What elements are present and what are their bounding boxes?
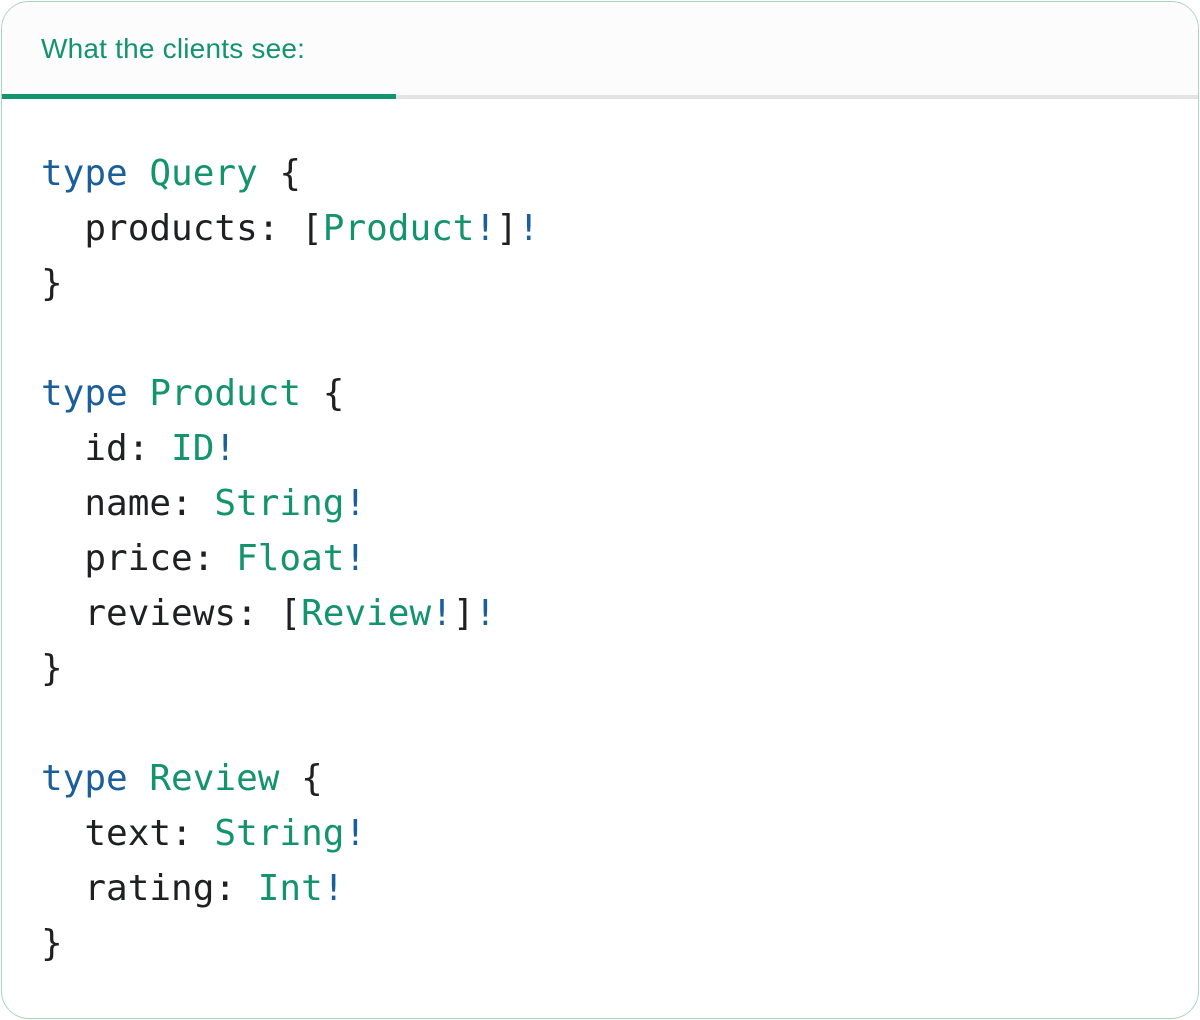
code-token-plain: ] xyxy=(496,208,518,249)
code-line xyxy=(41,311,1168,366)
code-line: price: Float! xyxy=(41,531,1168,586)
code-token-type: String xyxy=(214,813,345,854)
code-token-type: ID xyxy=(171,428,215,469)
code-token-type: Product xyxy=(149,373,302,414)
code-token-keyword: type xyxy=(41,758,150,799)
code-token-type: Query xyxy=(149,153,258,194)
code-block: type Query { products: [Product!]!} type… xyxy=(2,99,1198,1001)
code-line: reviews: [Review!]! xyxy=(41,586,1168,641)
code-line: } xyxy=(41,256,1168,311)
tab-bar: What the clients see: xyxy=(2,2,1198,99)
code-token-plain: } xyxy=(41,923,63,964)
code-line: type Product { xyxy=(41,366,1168,421)
code-token-plain: price: xyxy=(41,538,237,579)
code-token-keyword: type xyxy=(41,373,150,414)
code-line: text: String! xyxy=(41,806,1168,861)
code-token-bang: ! xyxy=(431,593,453,634)
code-token-bang: ! xyxy=(344,483,367,524)
code-token-type: Product xyxy=(322,208,475,249)
code-token-keyword: type xyxy=(41,153,150,194)
code-token-plain: } xyxy=(41,648,63,689)
code-line: } xyxy=(41,916,1168,971)
code-line: } xyxy=(41,641,1168,696)
code-line: rating: Int! xyxy=(41,861,1168,916)
code-token-bang: ! xyxy=(474,593,497,634)
code-token-plain: text: xyxy=(41,813,215,854)
code-token-plain: } xyxy=(41,263,63,304)
code-line xyxy=(41,696,1168,751)
code-line: id: ID! xyxy=(41,421,1168,476)
code-token-bang: ! xyxy=(344,538,367,579)
code-token-plain: rating: xyxy=(41,868,258,909)
code-line: type Query { xyxy=(41,146,1168,201)
code-token-bang: ! xyxy=(214,428,237,469)
code-token-plain: reviews: [ xyxy=(41,593,302,634)
code-token-bang: ! xyxy=(517,208,540,249)
tab-what-clients-see[interactable]: What the clients see: xyxy=(2,2,396,99)
code-token-plain: ] xyxy=(452,593,475,634)
code-token-type: Review xyxy=(149,758,280,799)
code-token-type: Int xyxy=(257,868,323,909)
code-line: products: [Product!]! xyxy=(41,201,1168,256)
code-token-plain: { xyxy=(279,758,323,799)
tab-label: What the clients see: xyxy=(41,32,306,64)
code-token-type: Float xyxy=(236,538,345,579)
code-token-plain: { xyxy=(301,373,345,414)
code-token-bang: ! xyxy=(474,208,497,249)
code-token-plain: products: [ xyxy=(41,208,323,249)
code-token-bang: ! xyxy=(322,868,345,909)
code-token-plain: name: xyxy=(41,483,215,524)
code-line: type Review { xyxy=(41,751,1168,806)
code-line: name: String! xyxy=(41,476,1168,531)
code-token-plain: id: xyxy=(41,428,172,469)
code-token-plain: { xyxy=(257,153,302,194)
code-token-bang: ! xyxy=(344,813,367,854)
code-token-type: String xyxy=(214,483,345,524)
code-token-type: Review xyxy=(301,593,432,634)
